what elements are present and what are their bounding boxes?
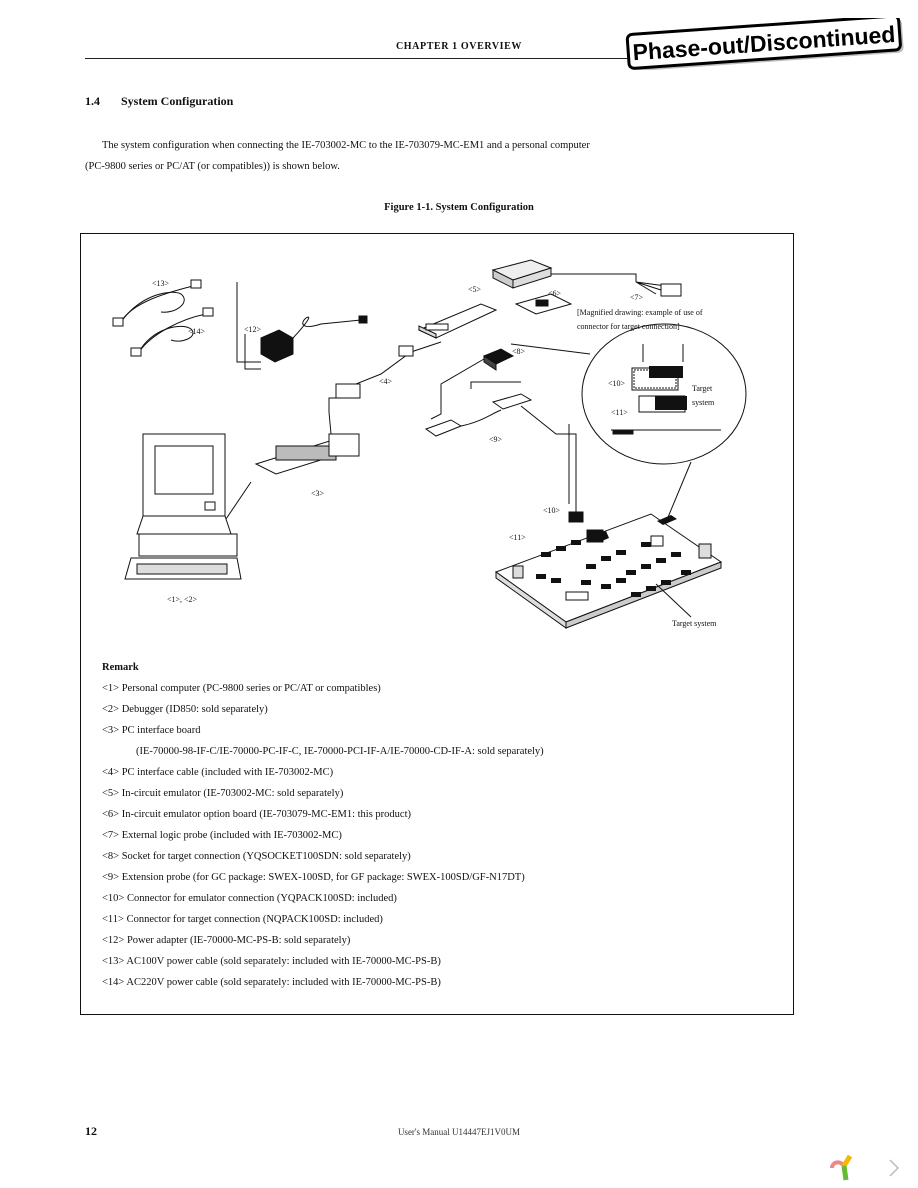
intro-line-1: The system configuration when connecting… [102,140,590,151]
remark-item: <13> AC100V power cable (sold separately… [102,956,441,967]
intro-line-2: (PC-9800 series or PC/AT (or compatibles… [85,161,340,172]
target-system-board-illustration [494,511,723,629]
remark-item: <9> Extension probe (for GC package: SWE… [102,872,525,883]
label-13: <13> [152,279,170,288]
magnified-label-10: <10> [608,379,626,388]
label-7: <7> [630,293,644,302]
remark-item: <14> AC220V power cable (sold separately… [102,977,441,988]
remark-item: <11> Connector for target connection (NQ… [102,914,383,925]
magnified-caption-line-1: [Magnified drawing: example of use of [577,308,703,317]
remark-item: <5> In-circuit emulator (IE-703002-MC: s… [102,788,344,799]
label-6: <6> [548,289,562,298]
page-number: 12 [85,1124,97,1138]
socket-target-connection-illustration [482,348,515,371]
label-9: <9> [489,435,503,444]
extension-probe-illustration [424,393,533,437]
page-navigation [830,1154,900,1181]
remark-list: Remark <1> Personal computer (PC-9800 se… [102,657,544,993]
ac220v-cable-illustration [130,307,214,357]
remark-title: Remark [102,662,139,673]
label-11: <11> [509,533,526,542]
system-diagram: <13> <14> <12> <5> <6> <7> [Magnified dr… [112,259,747,629]
viewer-logo-icon[interactable] [830,1154,853,1181]
remark-item: <12> Power adapter (IE-70000-MC-PS-B: so… [102,935,351,946]
magnified-drawing-illustration [510,323,747,523]
label-1-2: <1>, <2> [167,595,198,604]
remark-item: <4> PC interface cable (included with IE… [102,767,334,778]
option-board-illustration [491,259,573,315]
label-8: <8> [512,347,526,356]
remark-item: <2> Debugger (ID850: sold separately) [102,704,268,715]
header-rule [85,58,645,59]
magnified-caption-line-2: connector for target connection] [577,322,680,331]
magnified-target-label-1: Target [692,384,713,393]
chapter-header: CHAPTER 1 OVERVIEW [395,41,522,52]
in-circuit-emulator-illustration [417,303,498,339]
section-title: System Configuration [121,94,234,108]
label-5: <5> [468,285,482,294]
remark-item: (IE-70000-98-IF-C/IE-70000-PC-IF-C, IE-7… [136,746,544,757]
document-number: User's Manual U14447EJ1V0UM [397,1127,521,1137]
figure-title: Figure 1-1. System Configuration [384,202,534,213]
remark-item: <8> Socket for target connection (YQSOCK… [102,851,411,862]
label-4: <4> [379,377,393,386]
remark-item: <1> Personal computer (PC-9800 series or… [102,683,381,694]
section-number: 1.4 [85,94,100,108]
label-12: <12> [244,325,262,334]
external-logic-probe-illustration [635,281,682,297]
power-adapter-illustration [260,315,368,363]
discontinued-stamp: Phase-out/Discontinued [625,18,904,70]
pc-interface-cable-illustration [335,341,442,399]
remark-item: <7> External logic probe (included with … [102,830,342,841]
remark-item: <10> Connector for emulator connection (… [102,893,397,904]
next-page-chevron-icon[interactable] [889,1159,900,1177]
label-3: <3> [311,489,325,498]
personal-computer-illustration [124,433,242,580]
figure-frame: <13> <14> <12> <5> <6> <7> [Magnified dr… [80,233,794,1015]
pc-interface-board-illustration [254,433,360,475]
remark-item: <3> PC interface board [102,725,201,736]
remark-item: <6> In-circuit emulator option board (IE… [102,809,411,820]
ac100v-cable-illustration [112,279,202,327]
target-system-label: Target system [672,619,717,628]
section-heading: 1.4 System Configuration [85,94,233,109]
magnified-label-11: <11> [611,408,628,417]
label-10: <10> [543,506,561,515]
magnified-target-label-2: system [692,398,715,407]
label-14: <14> [188,327,206,336]
